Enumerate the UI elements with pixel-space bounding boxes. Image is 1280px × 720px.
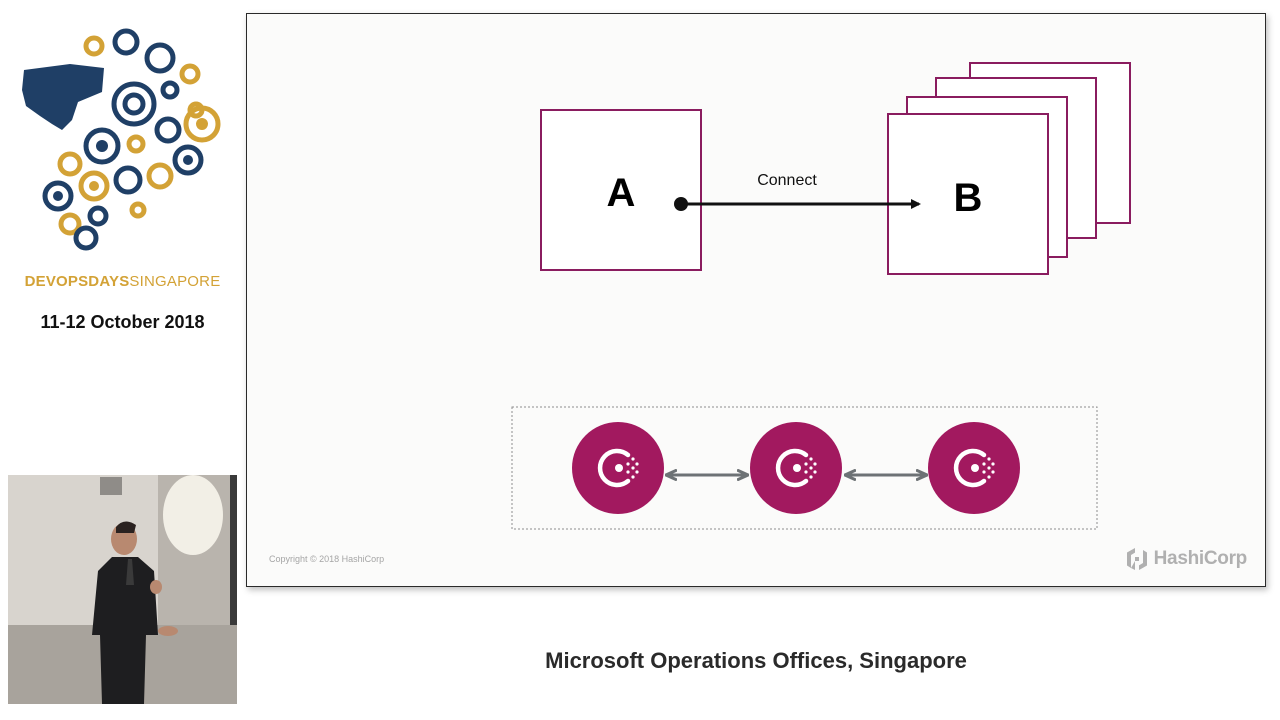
hashicorp-wordmark: HashiCorp [1153, 548, 1248, 569]
hashicorp-brand: HashiCorp [1126, 546, 1247, 572]
conference-brand: DEVOPSDAYSSINGAPORE [0, 273, 245, 290]
speaker-video [8, 475, 237, 704]
presentation-slide: A B Connect [246, 13, 1266, 587]
slide-copyright: Copyright © 2018 HashiCorp [269, 554, 385, 564]
service-a-box [540, 109, 702, 271]
consul-cluster-box [511, 406, 1098, 530]
connect-label: Connect [757, 172, 817, 189]
event-date: 11-12 October 2018 [40, 312, 205, 332]
consul-node-3 [928, 422, 1020, 514]
consul-node-2 [750, 422, 842, 514]
consul-icon [775, 448, 817, 488]
devopsdays-singapore-logo [22, 28, 221, 251]
brand-devopsdays: DEVOPSDAYS [24, 273, 130, 290]
service-b-instances [887, 62, 1131, 275]
location-caption: Microsoft Operations Offices, Singapore [545, 648, 967, 673]
sidebar: DEVOPSDAYSSINGAPORE 11-12 October 2018 [0, 0, 245, 720]
brand-singapore: SINGAPORE [129, 273, 221, 290]
speaker-video-frame [8, 475, 237, 704]
consul-node-1 [572, 422, 664, 514]
service-b-label: B [954, 176, 983, 220]
service-b-box [887, 113, 1049, 275]
hashicorp-logo-icon [1126, 548, 1147, 570]
consul-icon [597, 448, 639, 488]
service-a-label: A [607, 171, 636, 215]
consul-icon [953, 448, 995, 488]
service-connect-diagram: A B Connect [511, 62, 1131, 530]
